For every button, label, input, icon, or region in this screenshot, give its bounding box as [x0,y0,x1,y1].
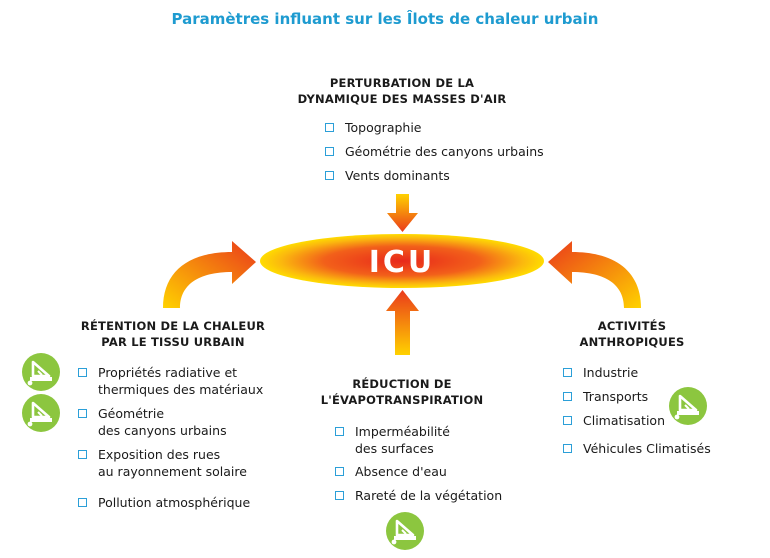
list-item: Transports [561,388,761,405]
checkbox-bullet-icon [78,409,87,418]
left-curved-arrow [163,241,256,308]
bottom-arrow [386,290,419,355]
checkbox-bullet-icon [325,147,334,156]
checkbox-bullet-icon [335,467,344,476]
urban-planning-badge-icon [20,351,62,393]
list-item: Vents dominants [323,167,544,184]
left-heading-line2: PAR LE TISSU URBAIN [101,335,245,349]
left-heading-line1: RÉTENTION DE LA CHALEUR [80,319,266,333]
checkbox-bullet-icon [563,444,572,453]
urban-planning-badge-icon [20,392,62,434]
right-list: Industrie Transports Climatisation Véhic… [561,364,761,457]
list-item: Climatisation [561,412,761,429]
diagram-title: Paramètres influant sur les Îlots de cha… [171,10,599,28]
right-curved-arrow [548,241,641,308]
bottom-heading-line1: RÉDUCTION DE [352,377,452,391]
list-item: Véhicules Climatisés [561,440,761,457]
list-item: Pollution atmosphérique [76,494,296,511]
top-heading-line2: DYNAMIQUE DES MASSES D'AIR [297,92,507,106]
list-item: Rareté de la végétation [333,487,533,504]
right-heading-line1: ACTIVITÉS [597,319,667,333]
list-item: Topographie [323,119,544,136]
checkbox-bullet-icon [563,368,572,377]
right-heading: ACTIVITÉS ANTHROPIQUES [572,318,692,350]
checkbox-bullet-icon [78,450,87,459]
list-item: Industrie [561,364,761,381]
urban-planning-badge-icon [384,510,426,552]
top-heading-line1: PERTURBATION DE LA [329,76,475,90]
list-item: Géométrie des canyons urbains [323,143,544,160]
icu-label: ICU [369,245,436,280]
checkbox-bullet-icon [563,392,572,401]
checkbox-bullet-icon [325,171,334,180]
checkbox-bullet-icon [78,498,87,507]
list-item: Absence d'eau [333,463,533,480]
checkbox-bullet-icon [335,427,344,436]
checkbox-bullet-icon [563,416,572,425]
checkbox-bullet-icon [325,123,334,132]
left-heading: RÉTENTION DE LA CHALEUR PAR LE TISSU URB… [63,318,283,350]
top-arrow [387,194,418,232]
icu-ellipse [260,234,544,288]
bottom-heading-line2: L'ÉVAPOTRANSPIRATION [320,393,484,407]
checkbox-bullet-icon [335,491,344,500]
right-heading-line2: ANTHROPIQUES [579,335,685,349]
checkbox-bullet-icon [78,368,87,377]
top-list: Topographie Géométrie des canyons urbain… [323,119,544,184]
top-heading: PERTURBATION DE LA DYNAMIQUE DES MASSES … [252,75,552,107]
bottom-heading: RÉDUCTION DE L'ÉVAPOTRANSPIRATION [302,376,502,408]
